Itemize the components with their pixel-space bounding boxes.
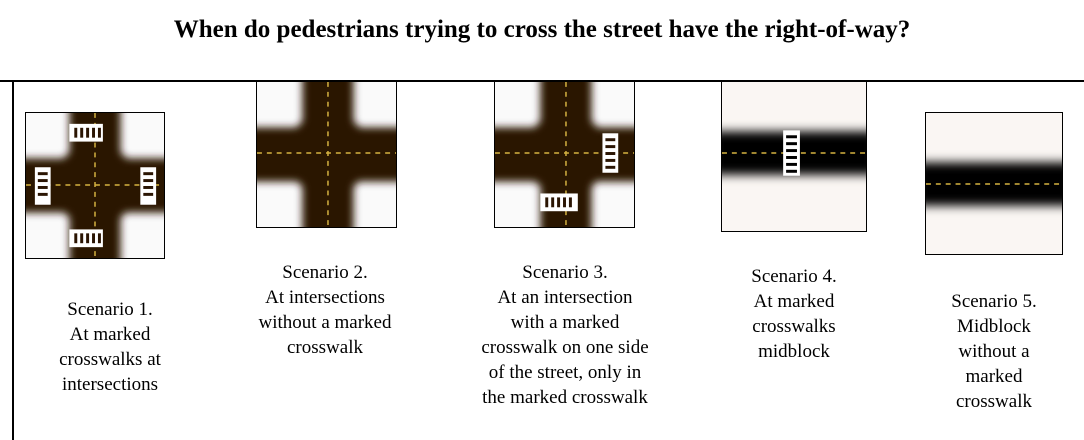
scenario-3-heading: Scenario 3. [522,262,608,283]
scenario-4-heading: Scenario 4. [751,266,837,287]
scenario-5-caption: Scenario 5. Midblock without a marked cr… [914,289,1074,414]
scenario-5-heading: Scenario 5. [951,291,1037,312]
scenario-3-caption-line: the marked crosswalk [482,387,648,408]
scenario-3-image [494,81,635,228]
scenario-4-caption-line: At marked [753,291,835,312]
scenario-1-image [25,112,165,259]
scenario-2-caption-line: without a marked [258,312,392,333]
scenario-1-heading: Scenario 1. [67,299,153,320]
scenario-3-caption-line: crosswalk on one side [481,337,649,358]
scenario-4-caption: Scenario 4. At marked crosswalks midbloc… [714,264,874,364]
scenario-2-caption-line: crosswalk [287,337,363,358]
scenario-3-caption-line: with a marked [510,312,620,333]
scenario-4-caption-line: midblock [758,341,830,362]
scenario-2-image [256,81,397,228]
scenario-1-caption-line: At marked [69,324,151,345]
scenario-2-caption-line: At intersections [265,287,385,308]
scenario-5-caption-line: Midblock [957,316,1031,337]
scenario-4-image [721,81,867,232]
scenario-3-caption-line: At an intersection [497,287,633,308]
scenario-1-caption-line: intersections [61,374,159,395]
page-title: When do pedestrians trying to cross the … [173,16,911,43]
scenario-4-caption-line: crosswalks [752,316,836,337]
scenario-3-caption: Scenario 3. At an intersection with a ma… [440,260,690,410]
scenario-1-caption: Scenario 1. At marked crosswalks at inte… [20,297,200,397]
scenario-1-caption-line: crosswalks at [59,349,161,370]
scenario-5-image [925,112,1063,255]
scenario-5-caption-line: crosswalk [956,391,1032,412]
scenario-3-caption-line: of the street, only in [488,362,642,383]
frame-left-border [12,80,14,440]
scenario-5-caption-line: marked [965,366,1023,387]
scenario-2-heading: Scenario 2. [282,262,368,283]
scenario-5-caption-line: without a [958,341,1030,362]
scenario-2-caption: Scenario 2. At intersections without a m… [225,260,425,360]
